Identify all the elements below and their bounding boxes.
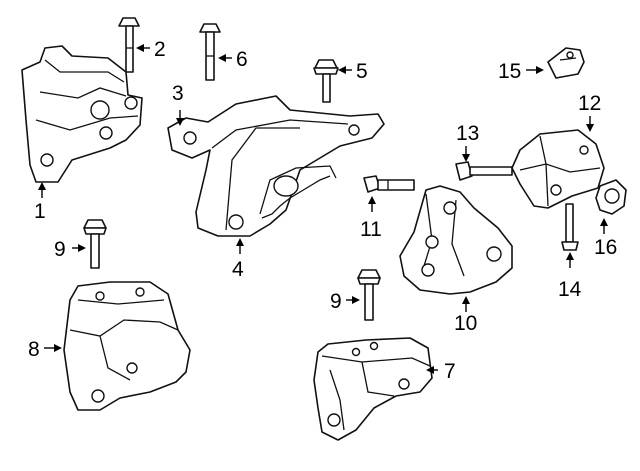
part-10-mount[interactable] — [399, 185, 513, 295]
callout-7-label: 7 — [444, 360, 456, 383]
callout-13: 13 — [456, 122, 479, 162]
callout-3-label: 3 — [172, 82, 184, 105]
callout-3: 3 — [172, 82, 184, 126]
callout-15: 15 — [498, 60, 544, 83]
callout-1: 1 — [34, 182, 46, 223]
callout-11-label: 11 — [360, 218, 382, 241]
callout-1-label: 1 — [34, 200, 46, 223]
callout-12: 12 — [578, 92, 601, 132]
callout-11: 11 — [360, 196, 382, 241]
callout-4: 4 — [232, 238, 244, 281]
callout-7: 7 — [426, 360, 456, 383]
callout-5: 5 — [338, 60, 368, 83]
callout-12-label: 12 — [578, 92, 601, 115]
callout-5-label: 5 — [356, 60, 368, 83]
callout-6-label: 6 — [236, 48, 248, 71]
part-12-bracket[interactable] — [511, 129, 605, 209]
callout-10-label: 10 — [454, 312, 477, 335]
callout-4-label: 4 — [232, 258, 244, 281]
part-2-bolt[interactable] — [118, 17, 140, 73]
callout-13-label: 13 — [456, 122, 479, 145]
part-14-bolt[interactable] — [561, 203, 579, 251]
part-15-clip[interactable] — [547, 47, 585, 79]
callout-16: 16 — [594, 218, 617, 259]
part-7-mount[interactable] — [313, 337, 433, 441]
part-13-bolt[interactable] — [455, 161, 513, 181]
callout-16-label: 16 — [594, 236, 617, 259]
callout-14: 14 — [558, 252, 582, 301]
part-4-mount[interactable] — [167, 95, 385, 237]
callout-15-label: 15 — [498, 60, 521, 83]
part-9-bolt-right[interactable] — [357, 269, 381, 321]
callout-9-right-label: 9 — [330, 290, 342, 313]
part-9-bolt-left[interactable] — [83, 219, 107, 269]
part-8-mount[interactable] — [63, 281, 191, 411]
part-6-bolt[interactable] — [199, 23, 221, 81]
callout-8: 8 — [28, 338, 62, 361]
callout-14-label: 14 — [558, 278, 582, 301]
callout-2-label: 2 — [154, 38, 166, 61]
part-1-mount[interactable] — [21, 45, 143, 183]
part-5-bolt[interactable] — [313, 59, 339, 103]
part-16-bushing[interactable] — [595, 179, 627, 215]
callout-9-left-label: 9 — [54, 238, 66, 261]
callout-9-left: 9 — [54, 238, 86, 261]
callout-9-right: 9 — [330, 290, 360, 313]
callout-10: 10 — [454, 296, 477, 335]
callout-6: 6 — [218, 48, 248, 71]
callout-2: 2 — [136, 38, 166, 61]
callout-8-label: 8 — [28, 338, 40, 361]
part-11-stud[interactable] — [363, 175, 415, 193]
